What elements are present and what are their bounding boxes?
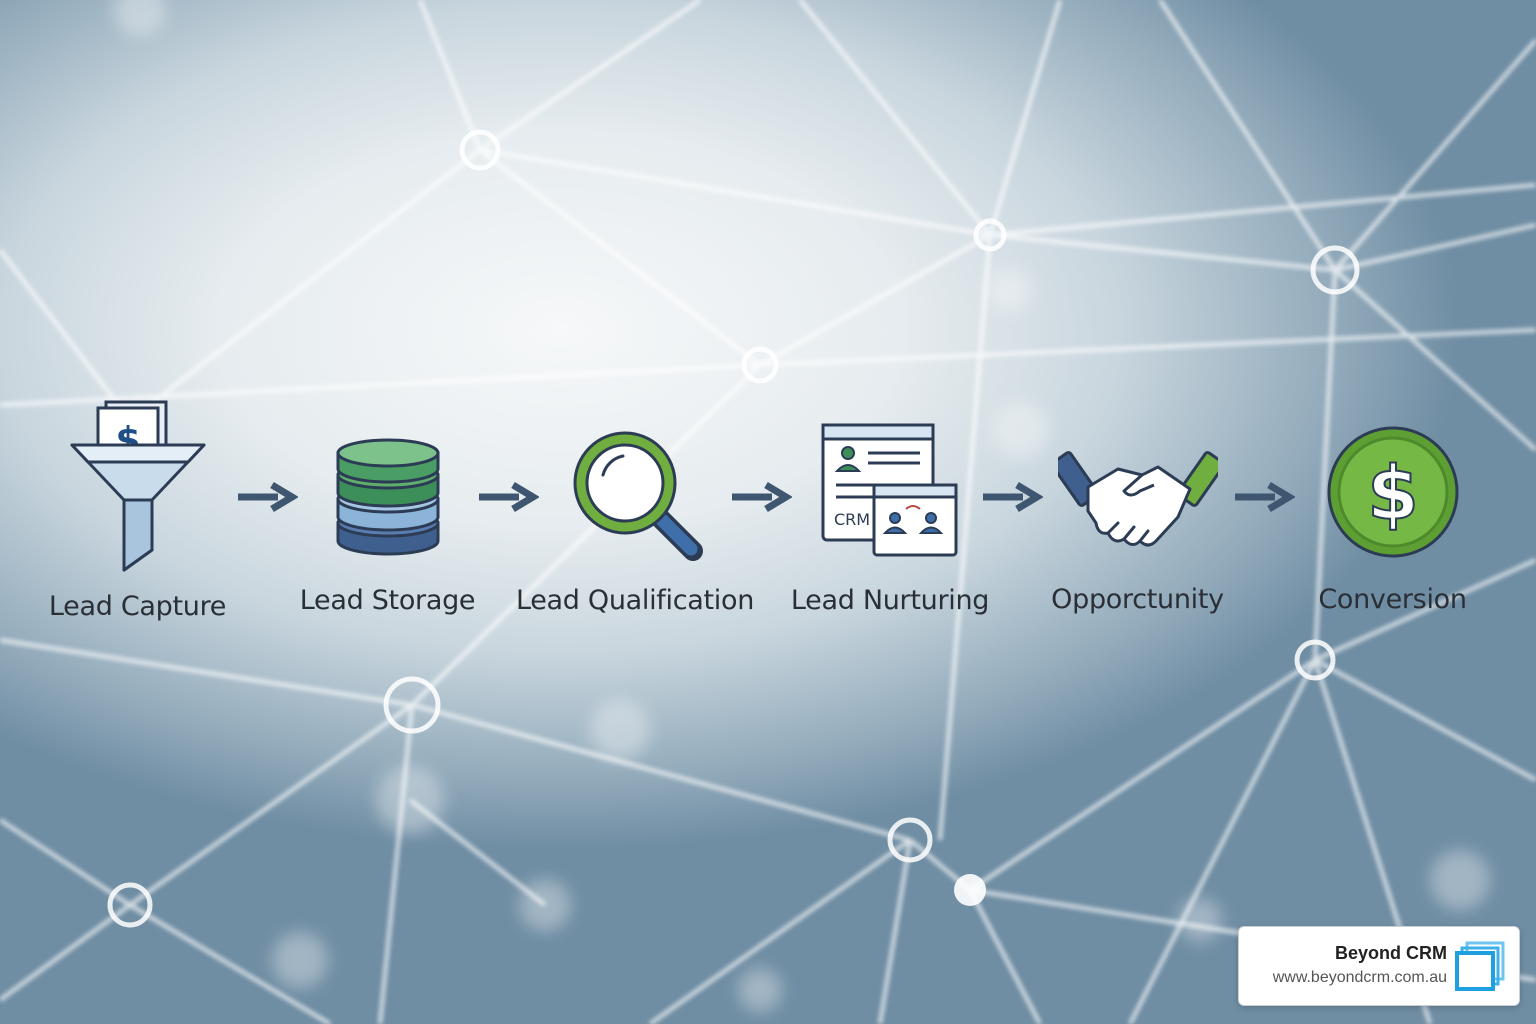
dollar-coin-icon: $: [1327, 426, 1458, 558]
stage-lead-nurturing: CRM Lead Nurturing: [790, 395, 990, 635]
stage-lead-capture: $ Lead Capture: [40, 395, 235, 635]
brand-badge[interactable]: Beyond CRM www.beyondcrm.com.au: [1238, 926, 1520, 1006]
stage-label: Lead Qualification: [515, 585, 755, 616]
brand-name: Beyond CRM: [1335, 943, 1447, 963]
magnifier-icon: [573, 431, 703, 561]
crm-contacts-icon: CRM: [821, 423, 958, 557]
stage-label: Conversion: [1318, 584, 1467, 615]
brand-url[interactable]: www.beyondcrm.com.au: [1272, 969, 1447, 986]
right-arrow-icon: [238, 481, 298, 513]
database-icon: [336, 438, 439, 556]
stage-label: Lead Storage: [299, 585, 476, 616]
stage-opportunity: Opporctunity: [1040, 395, 1235, 635]
stacked-squares-logo-icon: [1455, 941, 1505, 991]
stage-lead-storage: Lead Storage: [290, 395, 485, 635]
right-arrow-icon: [983, 481, 1043, 513]
handshake-icon: [1057, 451, 1218, 547]
stage-label: Lead Capture: [48, 591, 227, 622]
right-arrow-icon: [479, 481, 539, 513]
stage-label: Opporctunity: [1051, 584, 1224, 615]
crm-text: CRM: [834, 510, 870, 529]
stage-conversion: $ Conversion: [1295, 395, 1490, 635]
svg-text:$: $: [1367, 451, 1419, 537]
stage-label: Lead Nurturing: [790, 585, 990, 616]
funnel-dollar-icon: $: [70, 400, 205, 572]
stage-lead-qualification: Lead Qualification: [515, 395, 755, 635]
right-arrow-icon: [732, 481, 792, 513]
right-arrow-icon: [1235, 481, 1295, 513]
